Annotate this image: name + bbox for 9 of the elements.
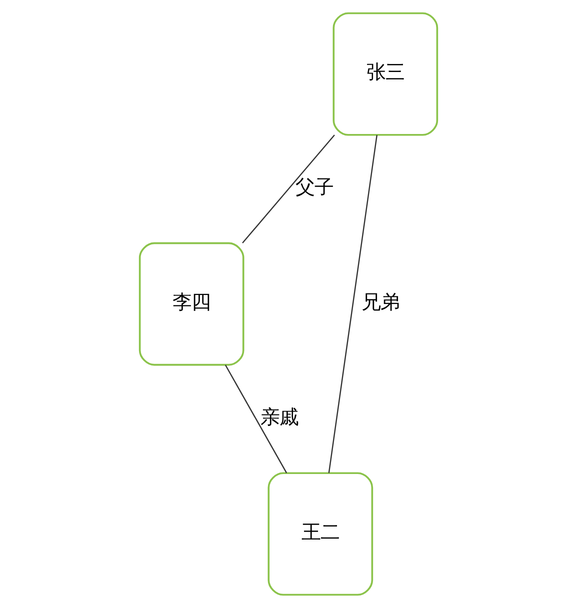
connector xyxy=(224,364,288,474)
node-box: 李四 xyxy=(138,242,244,366)
connector xyxy=(242,134,335,244)
edge-label: 亲戚 xyxy=(260,406,298,429)
node-box: 王二 xyxy=(268,472,374,596)
edge-label: 父子 xyxy=(295,176,334,199)
edge-label: 兄弟 xyxy=(362,290,400,314)
connector xyxy=(328,134,378,473)
node-box: 张三 xyxy=(332,12,438,136)
